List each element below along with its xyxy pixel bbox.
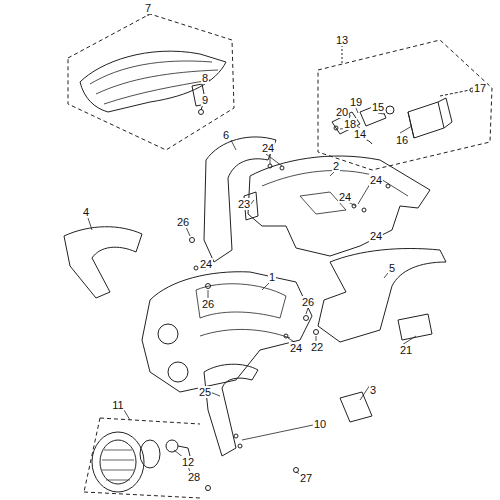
front-fender (142, 272, 312, 392)
front-left-flap (64, 227, 142, 298)
callout-number: 6 (222, 129, 230, 141)
callout-number: 26 (201, 298, 215, 310)
seat (80, 51, 226, 112)
callout-number: 5 (388, 262, 396, 274)
callout-number: 4 (82, 206, 90, 218)
plate (340, 392, 372, 422)
callout-number: 26 (176, 216, 190, 228)
callout-number: 26 (301, 296, 315, 308)
callout-number: 3 (369, 384, 377, 396)
right-fender (318, 249, 446, 343)
callout-number: 15 (371, 101, 385, 113)
callout-number: 24 (369, 174, 383, 186)
rear-fender (248, 156, 430, 256)
callout-number: 22 (310, 341, 324, 353)
callout-number: 21 (399, 344, 413, 356)
callout-number: 7 (144, 2, 152, 14)
callout-number: 23 (237, 198, 251, 210)
callout-number: 8 (201, 72, 209, 84)
group-frame (68, 14, 234, 150)
callout-number: 27 (299, 472, 313, 484)
callout-number: 24 (338, 191, 352, 203)
headlight-lens (92, 432, 144, 492)
callout-number: 11 (111, 399, 124, 411)
bulb (166, 440, 178, 452)
callout-number: 19 (349, 96, 363, 108)
callout-number: 16 (395, 134, 409, 146)
callout-number: 24 (289, 342, 303, 354)
callout-number: 2 (332, 160, 340, 172)
screws (190, 164, 391, 491)
callout-number: 20 (335, 106, 349, 118)
rear-left-fender (204, 137, 276, 262)
leader-lines (88, 90, 478, 491)
callout-number: 17 (473, 82, 487, 94)
front-right-flap (204, 364, 258, 456)
callout-number: 25 (198, 386, 212, 398)
headlight-housing (140, 440, 160, 468)
callout-number: 24 (261, 142, 275, 154)
group-frame (318, 40, 492, 170)
callout-number: 28 (187, 471, 201, 483)
plate (398, 314, 432, 340)
bulb (386, 106, 394, 114)
callout-number: 24 (369, 230, 383, 242)
callout-number: 24 (199, 258, 213, 270)
callout-number: 1 (268, 271, 276, 283)
callout-number: 10 (313, 418, 327, 430)
callout-number: 12 (181, 456, 195, 468)
callout-number: 14 (353, 128, 367, 140)
callout-number: 9 (201, 94, 209, 106)
callout-number: 13 (335, 34, 349, 46)
tail-lens (408, 102, 444, 138)
